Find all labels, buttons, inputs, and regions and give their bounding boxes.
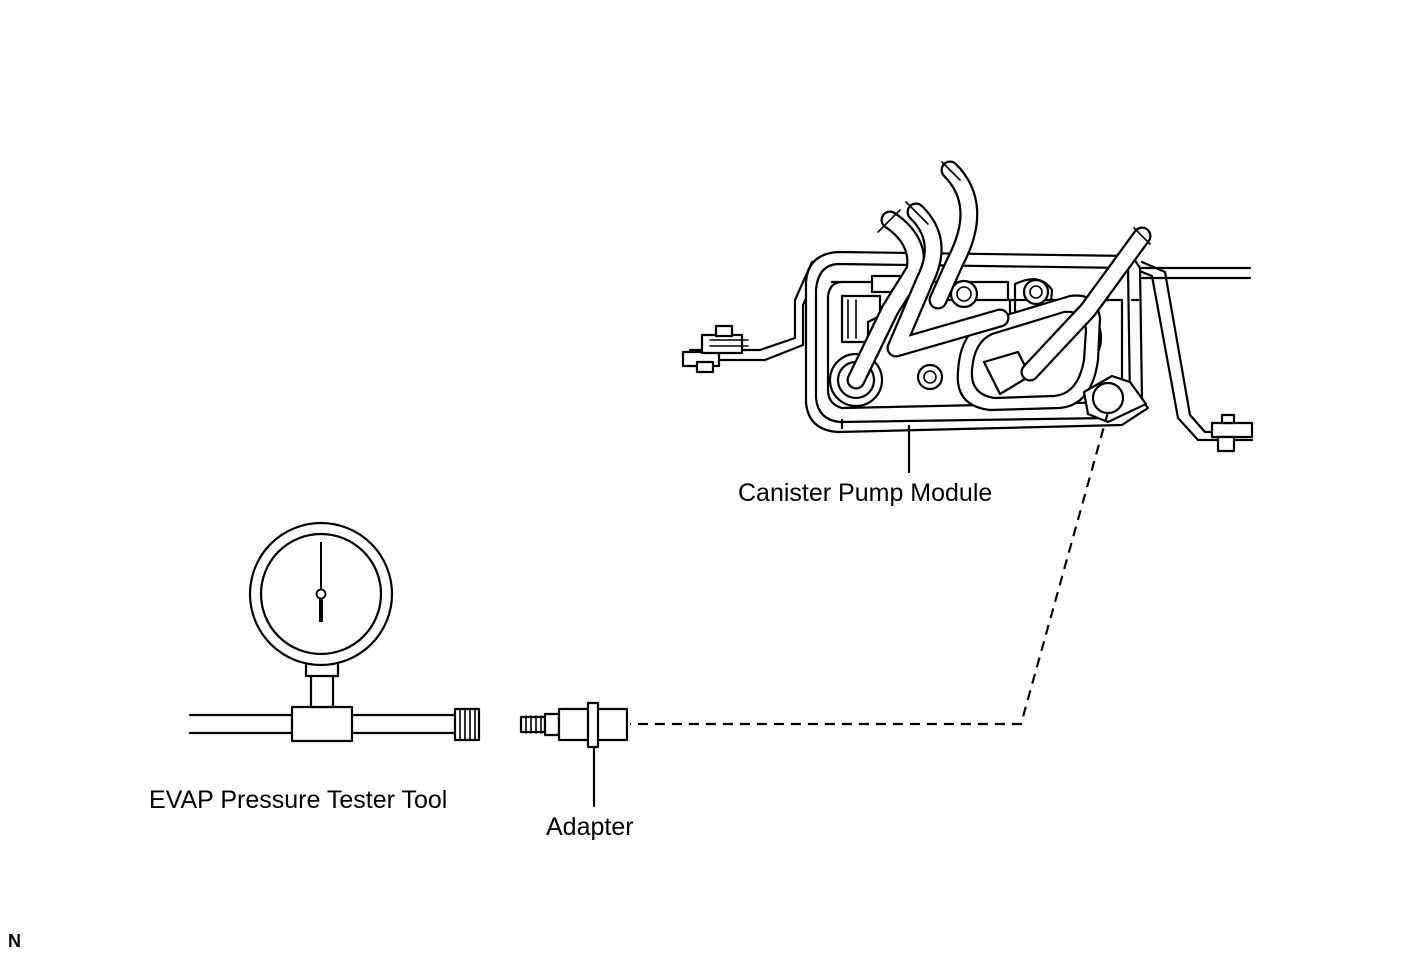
adapter-label: Adapter: [546, 813, 634, 841]
adapter-fitting: [519, 701, 629, 808]
hoses: [846, 160, 1152, 390]
canister-pump-module: [681, 160, 1254, 474]
canister-pump-module-label: Canister Pump Module: [738, 479, 993, 507]
evap-pressure-tester-tool-label: EVAP Pressure Tester Tool: [149, 786, 448, 814]
module-housing: [804, 250, 1150, 434]
connection-dashed-line: [630, 411, 1110, 726]
figure-code-label: N: [8, 931, 21, 951]
right-mounting-bracket: [1130, 260, 1254, 453]
evap-pressure-tester-tool: [188, 521, 481, 743]
pressure-gauge: [248, 521, 394, 667]
